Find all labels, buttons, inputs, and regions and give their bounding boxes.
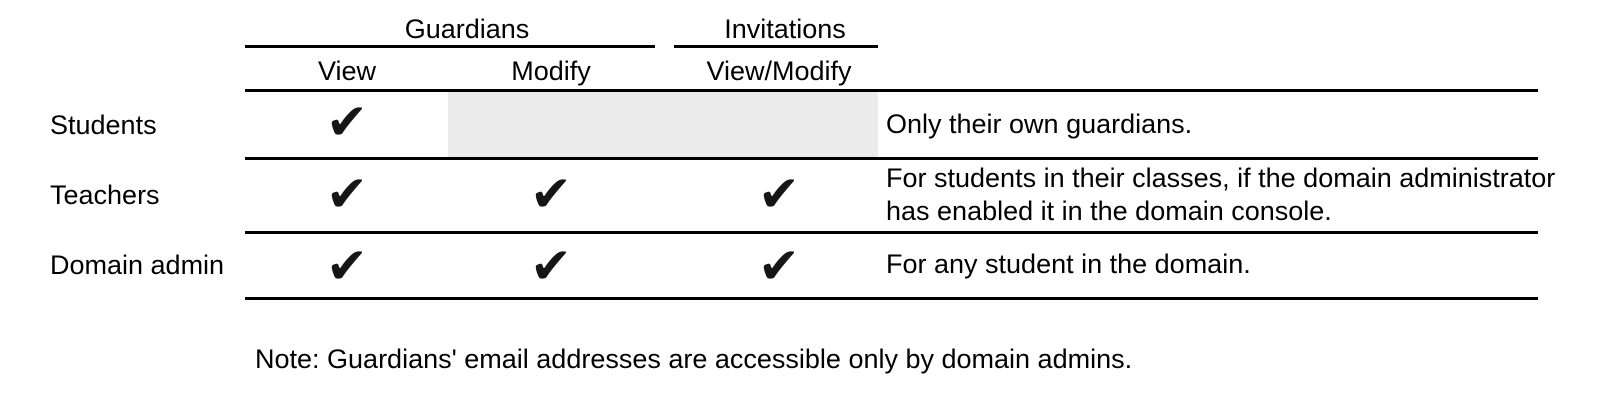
- column-header-modify: Modify: [511, 56, 591, 86]
- column-header-view: View: [317, 56, 377, 86]
- row-divider-domain-admin: [245, 297, 1538, 300]
- checkmark-icon: ✔: [758, 165, 800, 223]
- header-divider: [245, 89, 1538, 92]
- row-label-students: Students: [50, 110, 157, 140]
- guardians-underline: [245, 45, 655, 48]
- checkmark-icon: ✔: [326, 93, 368, 151]
- row-divider-students: [245, 157, 1538, 160]
- checkmark-icon: ✔: [326, 237, 368, 295]
- group-header-invitations: Invitations: [724, 14, 846, 44]
- row-description-teachers: For students in their classes, if the do…: [886, 163, 1556, 226]
- checkmark-icon: ✔: [530, 165, 572, 223]
- checkmark-icon: [519, 95, 583, 151]
- row-label-domain-admin: Domain admin: [50, 250, 225, 280]
- checkmark-icon: ✔: [758, 237, 800, 295]
- row-label-teachers: Teachers: [50, 180, 160, 210]
- column-header-view-modify: View/Modify: [706, 56, 852, 86]
- invitations-underline: [674, 45, 878, 48]
- checkmark-icon: [747, 95, 811, 151]
- disabled-cells-region: [448, 92, 878, 157]
- group-header-guardians: Guardians: [404, 14, 530, 44]
- checkmark-icon: ✔: [530, 237, 572, 295]
- row-description-domain-admin: For any student in the domain.: [886, 249, 1251, 279]
- checkmark-icon: ✔: [326, 165, 368, 223]
- footnote: Note: Guardians' email addresses are acc…: [255, 344, 1133, 374]
- row-divider-teachers: [245, 231, 1538, 234]
- row-description-students: Only their own guardians.: [886, 109, 1193, 139]
